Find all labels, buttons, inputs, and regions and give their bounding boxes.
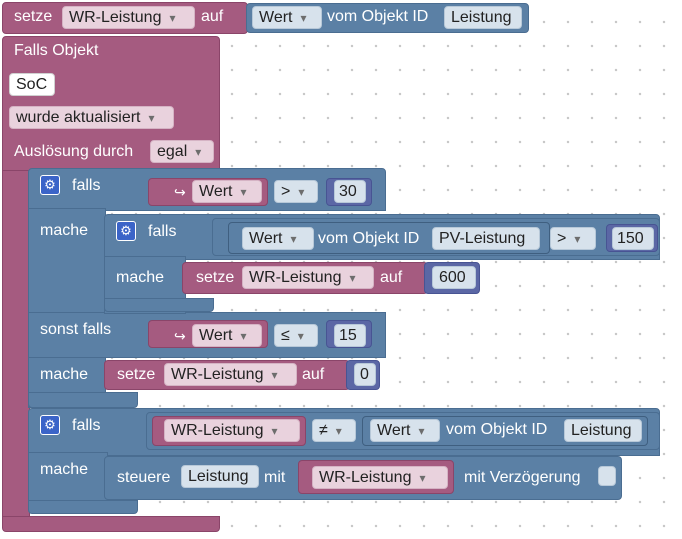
if2-var-dropdown[interactable]: WR-Leistung xyxy=(164,419,300,442)
if2-operator-dropdown[interactable]: ≠ xyxy=(312,419,356,442)
falls-label-1: falls xyxy=(72,177,101,194)
inner-object-id-field[interactable]: PV-Leistung xyxy=(432,227,540,250)
mit-verzoegerung-label: mit Verzögerung xyxy=(464,469,581,486)
cond2-var-dropdown[interactable]: Wert xyxy=(192,324,262,347)
auf-label: auf xyxy=(201,8,224,25)
object-id-field[interactable]: Leistung xyxy=(444,6,522,29)
trigger-object-field[interactable]: SoC xyxy=(9,73,55,96)
property-dropdown[interactable]: Wert xyxy=(252,6,322,29)
steuere-object-field[interactable]: Leistung xyxy=(181,465,259,488)
mache-label-3: mache xyxy=(40,461,89,478)
inner-operator-dropdown[interactable]: > xyxy=(550,227,596,250)
inner-property-dropdown[interactable]: Wert xyxy=(242,227,314,250)
inner-set-var-dropdown[interactable]: WR-Leistung xyxy=(242,266,374,289)
inner-gear-icon[interactable]: ⚙ xyxy=(116,221,136,241)
gear-icon[interactable]: ⚙ xyxy=(40,175,60,195)
trigger-block-spine xyxy=(2,170,30,520)
inner-if-bottom xyxy=(104,298,214,312)
mache-label-1: mache xyxy=(40,222,89,239)
falls-objekt-label: Falls Objekt xyxy=(14,42,99,59)
mit-label: mit xyxy=(264,469,286,486)
inner-number-value[interactable]: 150 xyxy=(612,227,654,250)
falls-label-2: falls xyxy=(72,417,101,434)
trigger-block-bottom xyxy=(2,516,220,532)
gear-icon-2[interactable]: ⚙ xyxy=(40,415,60,435)
steuere-var-dropdown[interactable]: WR-Leistung xyxy=(312,466,448,489)
inner-vom-objekt-label: vom Objekt ID xyxy=(318,230,420,247)
if2-property-dropdown[interactable]: Wert xyxy=(370,419,440,442)
event-dropdown[interactable]: wurde aktualisiert xyxy=(9,106,174,129)
falls-label-inner: falls xyxy=(148,223,177,240)
ausloesung-dropdown[interactable]: egal xyxy=(150,140,214,163)
inner-mache-label: mache xyxy=(116,269,165,286)
cond1-operator-dropdown[interactable]: > xyxy=(274,180,318,203)
vom-objekt-label: vom Objekt ID xyxy=(327,8,429,25)
arrow-icon: ↪ xyxy=(174,184,186,200)
inner-setze-label: setze xyxy=(196,269,235,286)
auf-label-2: auf xyxy=(302,366,325,383)
set2-number-value[interactable]: 0 xyxy=(354,363,376,386)
arrow-icon-2: ↪ xyxy=(174,328,186,344)
mache-label-2: mache xyxy=(40,366,89,383)
ausloesung-label: Auslösung durch xyxy=(14,143,134,160)
variable-dropdown[interactable]: WR-Leistung xyxy=(62,6,195,29)
if-block-2-bottom xyxy=(28,500,138,514)
inner-set-number-value[interactable]: 600 xyxy=(432,266,476,289)
inner-auf-label: auf xyxy=(380,269,403,286)
set2-var-dropdown[interactable]: WR-Leistung xyxy=(164,363,297,386)
sonst-falls-label: sonst falls xyxy=(40,321,112,338)
steuere-label: steuere xyxy=(117,469,171,486)
cond1-value[interactable]: 30 xyxy=(334,180,366,203)
setze-label: setze xyxy=(14,8,53,25)
if-block-1-spine xyxy=(28,208,106,408)
cond2-value[interactable]: 15 xyxy=(334,324,366,347)
if2-vom-objekt-label: vom Objekt ID xyxy=(446,421,548,438)
if-block-1-bottom xyxy=(28,392,138,408)
if2-object-id-field[interactable]: Leistung xyxy=(564,419,642,442)
cond2-operator-dropdown[interactable]: ≤ xyxy=(274,324,318,347)
delay-checkbox[interactable] xyxy=(598,466,616,486)
cond1-var-dropdown[interactable]: Wert xyxy=(192,180,262,203)
setze-label-2: setze xyxy=(117,366,156,383)
